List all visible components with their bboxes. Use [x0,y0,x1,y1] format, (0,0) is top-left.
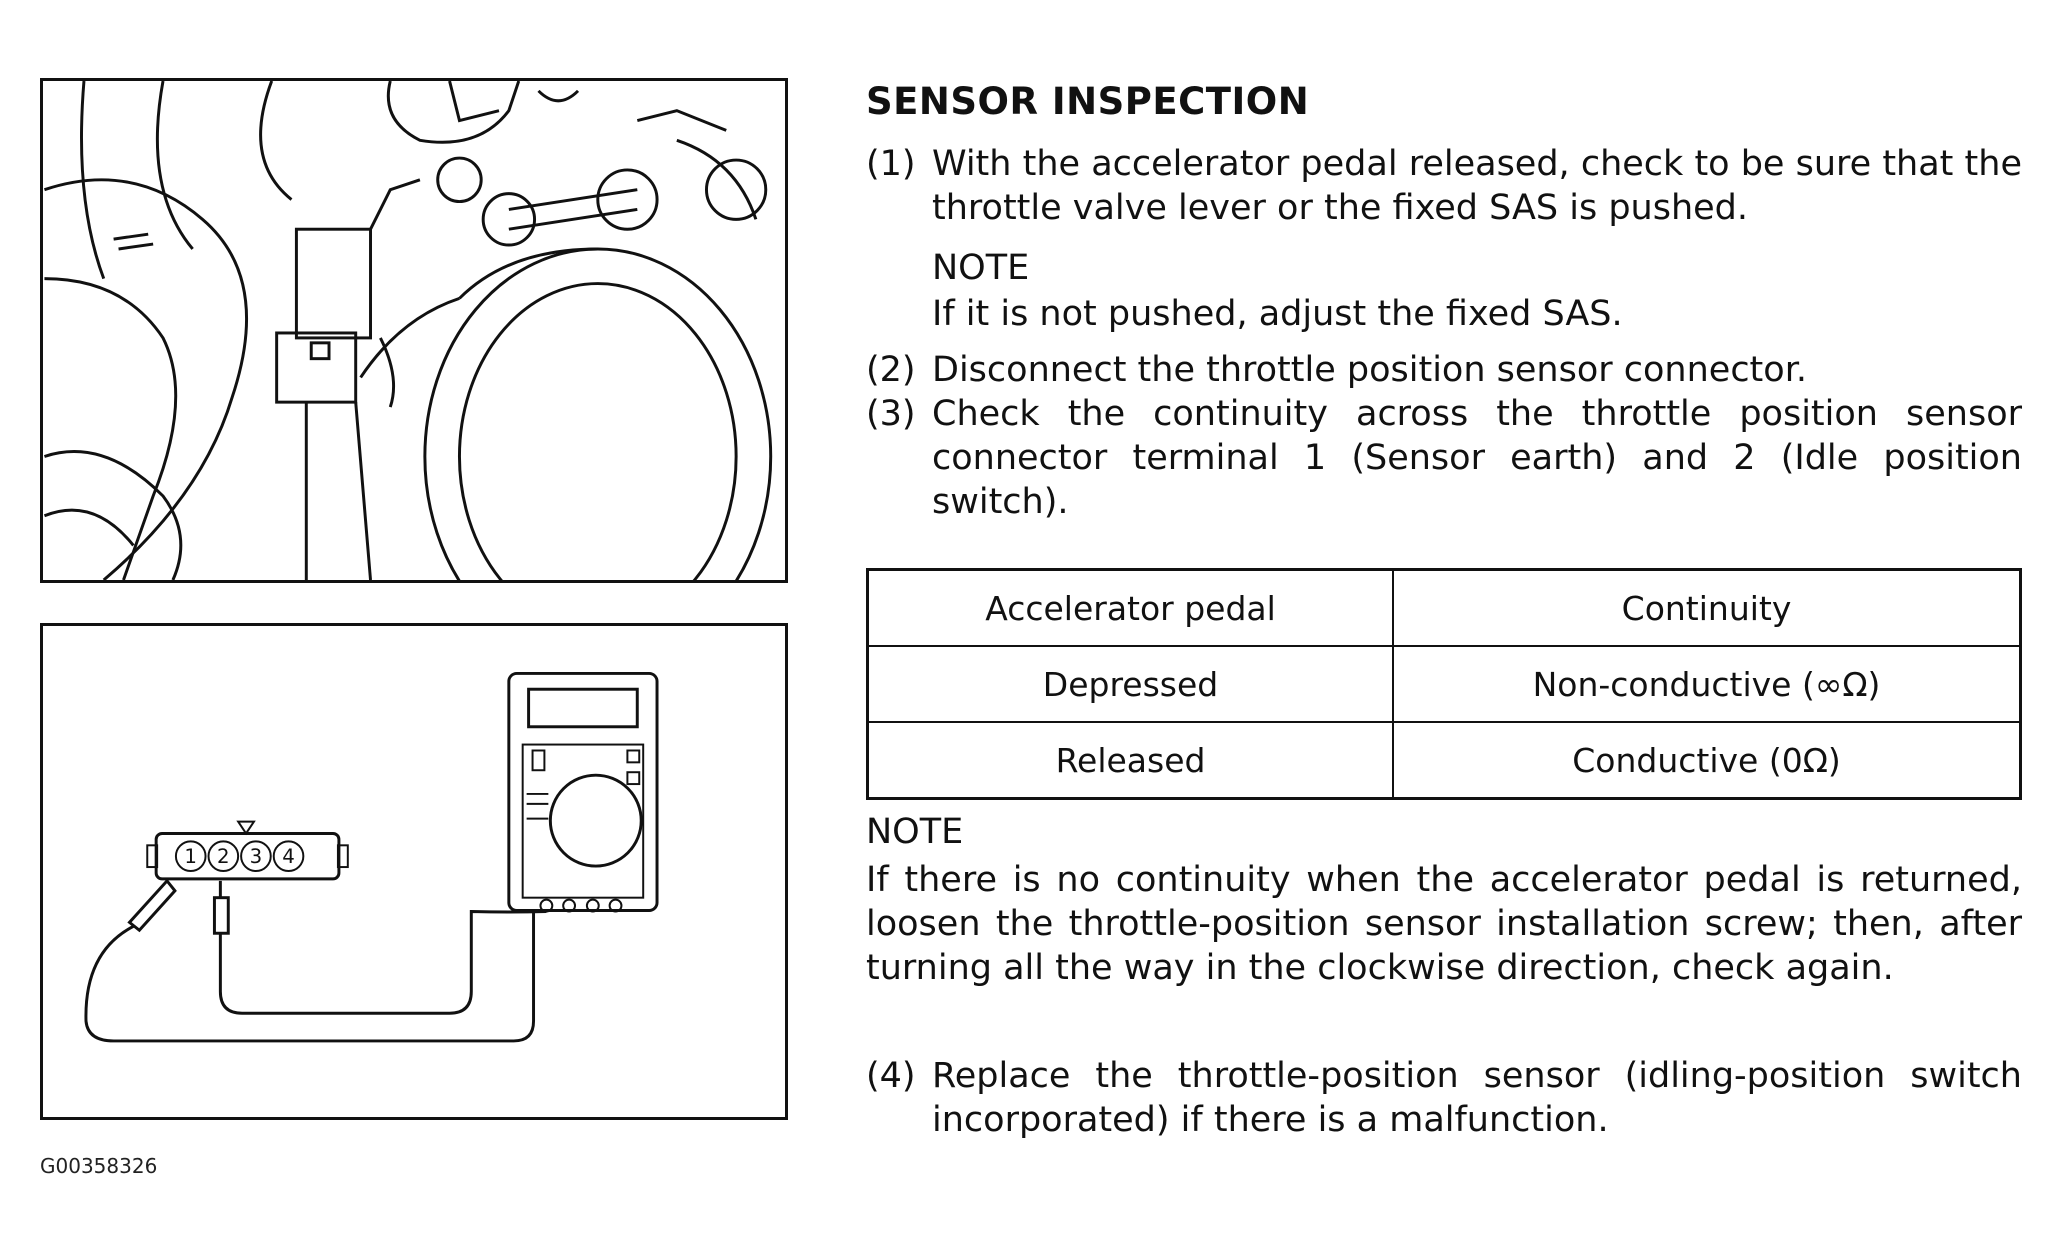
note-1-label: NOTE [932,248,1030,288]
note-2-label: NOTE [866,812,964,852]
probe-2 [212,896,230,935]
multimeter-display [527,687,639,729]
engine-line-drawing [43,81,773,580]
step-3: (3) Check the continuity across the thro… [866,392,2022,524]
step-1-number: (1) [866,144,916,184]
multimeter-connector-diagram: 1 2 3 4 [40,623,788,1120]
note-1-text: If it is not pushed, adjust the fixed SA… [932,294,1623,334]
step-3-text: Check the continuity across the throttle… [932,394,2022,522]
table-cell: Released [866,721,1395,800]
continuity-table: Accelerator pedal Continuity Depressed N… [866,568,2022,800]
probe-1 [127,878,177,933]
step-4-text: Replace the throttle-position sensor (id… [932,1056,2022,1140]
step-2-text: Disconnect the throttle position sensor … [932,350,1807,390]
table-cell: Conductive (0Ω) [1392,721,2022,800]
terminal-3-label: 3 [250,845,263,868]
continuity-test-diagram: 1 2 3 4 [84,671,659,1043]
multimeter-dial [548,773,643,868]
table-header-cell: Accelerator pedal [866,568,1395,647]
table-row: Depressed Non-conductive (∞Ω) [866,645,2022,723]
step-1-text: With the accelerator pedal released, che… [932,144,2022,228]
step-4: (4) Replace the throttle-position sensor… [866,1054,2022,1142]
lead-wire-2 [218,909,547,1015]
multimeter-body [507,671,659,913]
lead-wire-1 [84,911,536,1043]
step-2: (2) Disconnect the throttle position sen… [866,348,2022,392]
table-row: Released Conductive (0Ω) [866,721,2022,800]
step-1: (1) With the accelerator pedal released,… [866,142,2022,230]
note-2-text: If there is no continuity when the accel… [866,860,2022,988]
table-cell: Non-conductive (∞Ω) [1392,645,2022,723]
step-3-number: (3) [866,394,916,434]
step-4-number: (4) [866,1056,916,1096]
terminal-2-label: 2 [217,845,230,868]
terminal-1-label: 1 [184,845,197,868]
figure-id: G00358326 [40,1154,158,1178]
table-header-row: Accelerator pedal Continuity [866,568,2022,647]
table-header-cell: Continuity [1392,568,2022,647]
engine-throttle-illustration [40,78,788,583]
table-cell: Depressed [866,645,1395,723]
terminal-4-label: 4 [282,845,295,868]
section-title: SENSOR INSPECTION [866,80,1310,123]
step-2-number: (2) [866,350,916,390]
